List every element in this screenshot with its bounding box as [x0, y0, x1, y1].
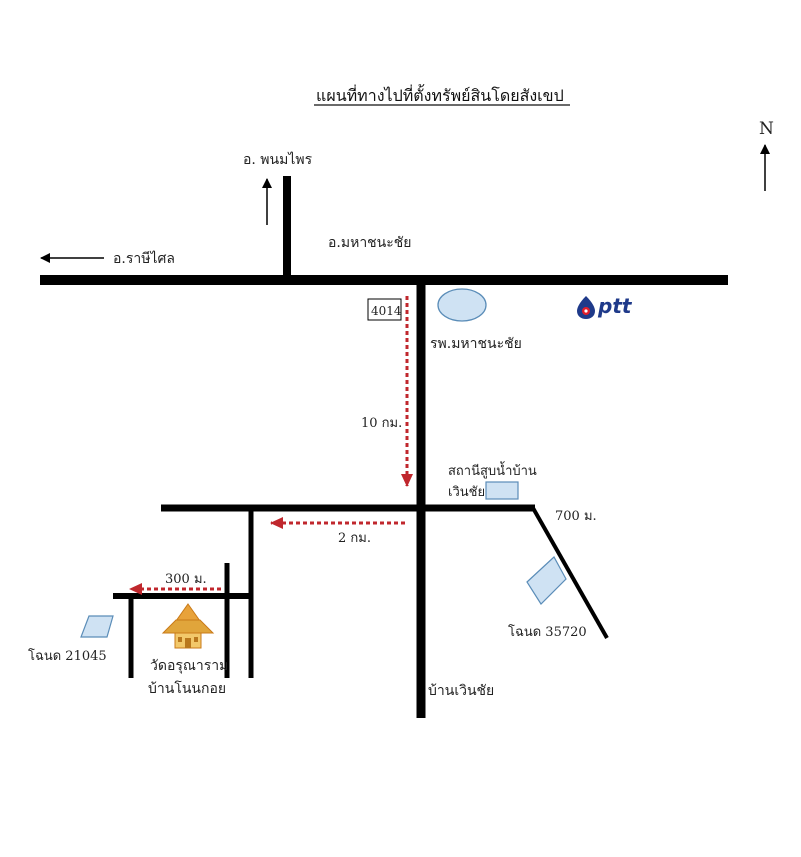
diagonal-road [531, 507, 609, 639]
ptt-logo-icon: ptt [577, 294, 633, 319]
label-phanom-phrai: อ. พนมไพร [243, 151, 313, 168]
label-water-station-1: สถานีสูบน้ำบ้าน [448, 461, 537, 479]
label-distance-10km: 10 กม. [361, 416, 402, 431]
water-station-icon [485, 481, 519, 500]
label-temple-village: บ้านโนนกอย [148, 680, 226, 697]
deed-35720-parcel-icon [526, 556, 567, 605]
label-distance-300m: 300 ม. [165, 572, 207, 587]
label-water-station-2: เวินชัย [448, 485, 485, 500]
label-rasi-salai: อ.ราษีไศล [113, 250, 175, 267]
deed-21045-parcel-icon [80, 615, 114, 638]
label-ban-woen-chai: บ้านเวินชัย [428, 683, 494, 699]
label-maha-chana-chai: อ.มหาชนะชัย [328, 235, 411, 251]
label-deed-21045: โฉนด 21045 [28, 648, 107, 664]
ptt-logo-text: ptt [597, 294, 633, 318]
hospital-icon [437, 288, 487, 322]
label-distance-2km: 2 กม. [338, 531, 371, 546]
north-label: N [759, 119, 774, 139]
temple-icon [161, 603, 215, 649]
label-deed-35720: โฉนด 35720 [508, 624, 587, 640]
road-number-label: 4014 [371, 304, 402, 318]
label-hospital: รพ.มหาชนะชัย [430, 336, 522, 352]
map-title: แผนที่ทางไปที่ตั้งทรัพย์สินโดยสังเขป [316, 84, 564, 105]
label-distance-700m: 700 ม. [555, 509, 597, 524]
road-number-box [367, 298, 402, 321]
label-temple-name: วัดอรุณาราม [150, 658, 228, 674]
